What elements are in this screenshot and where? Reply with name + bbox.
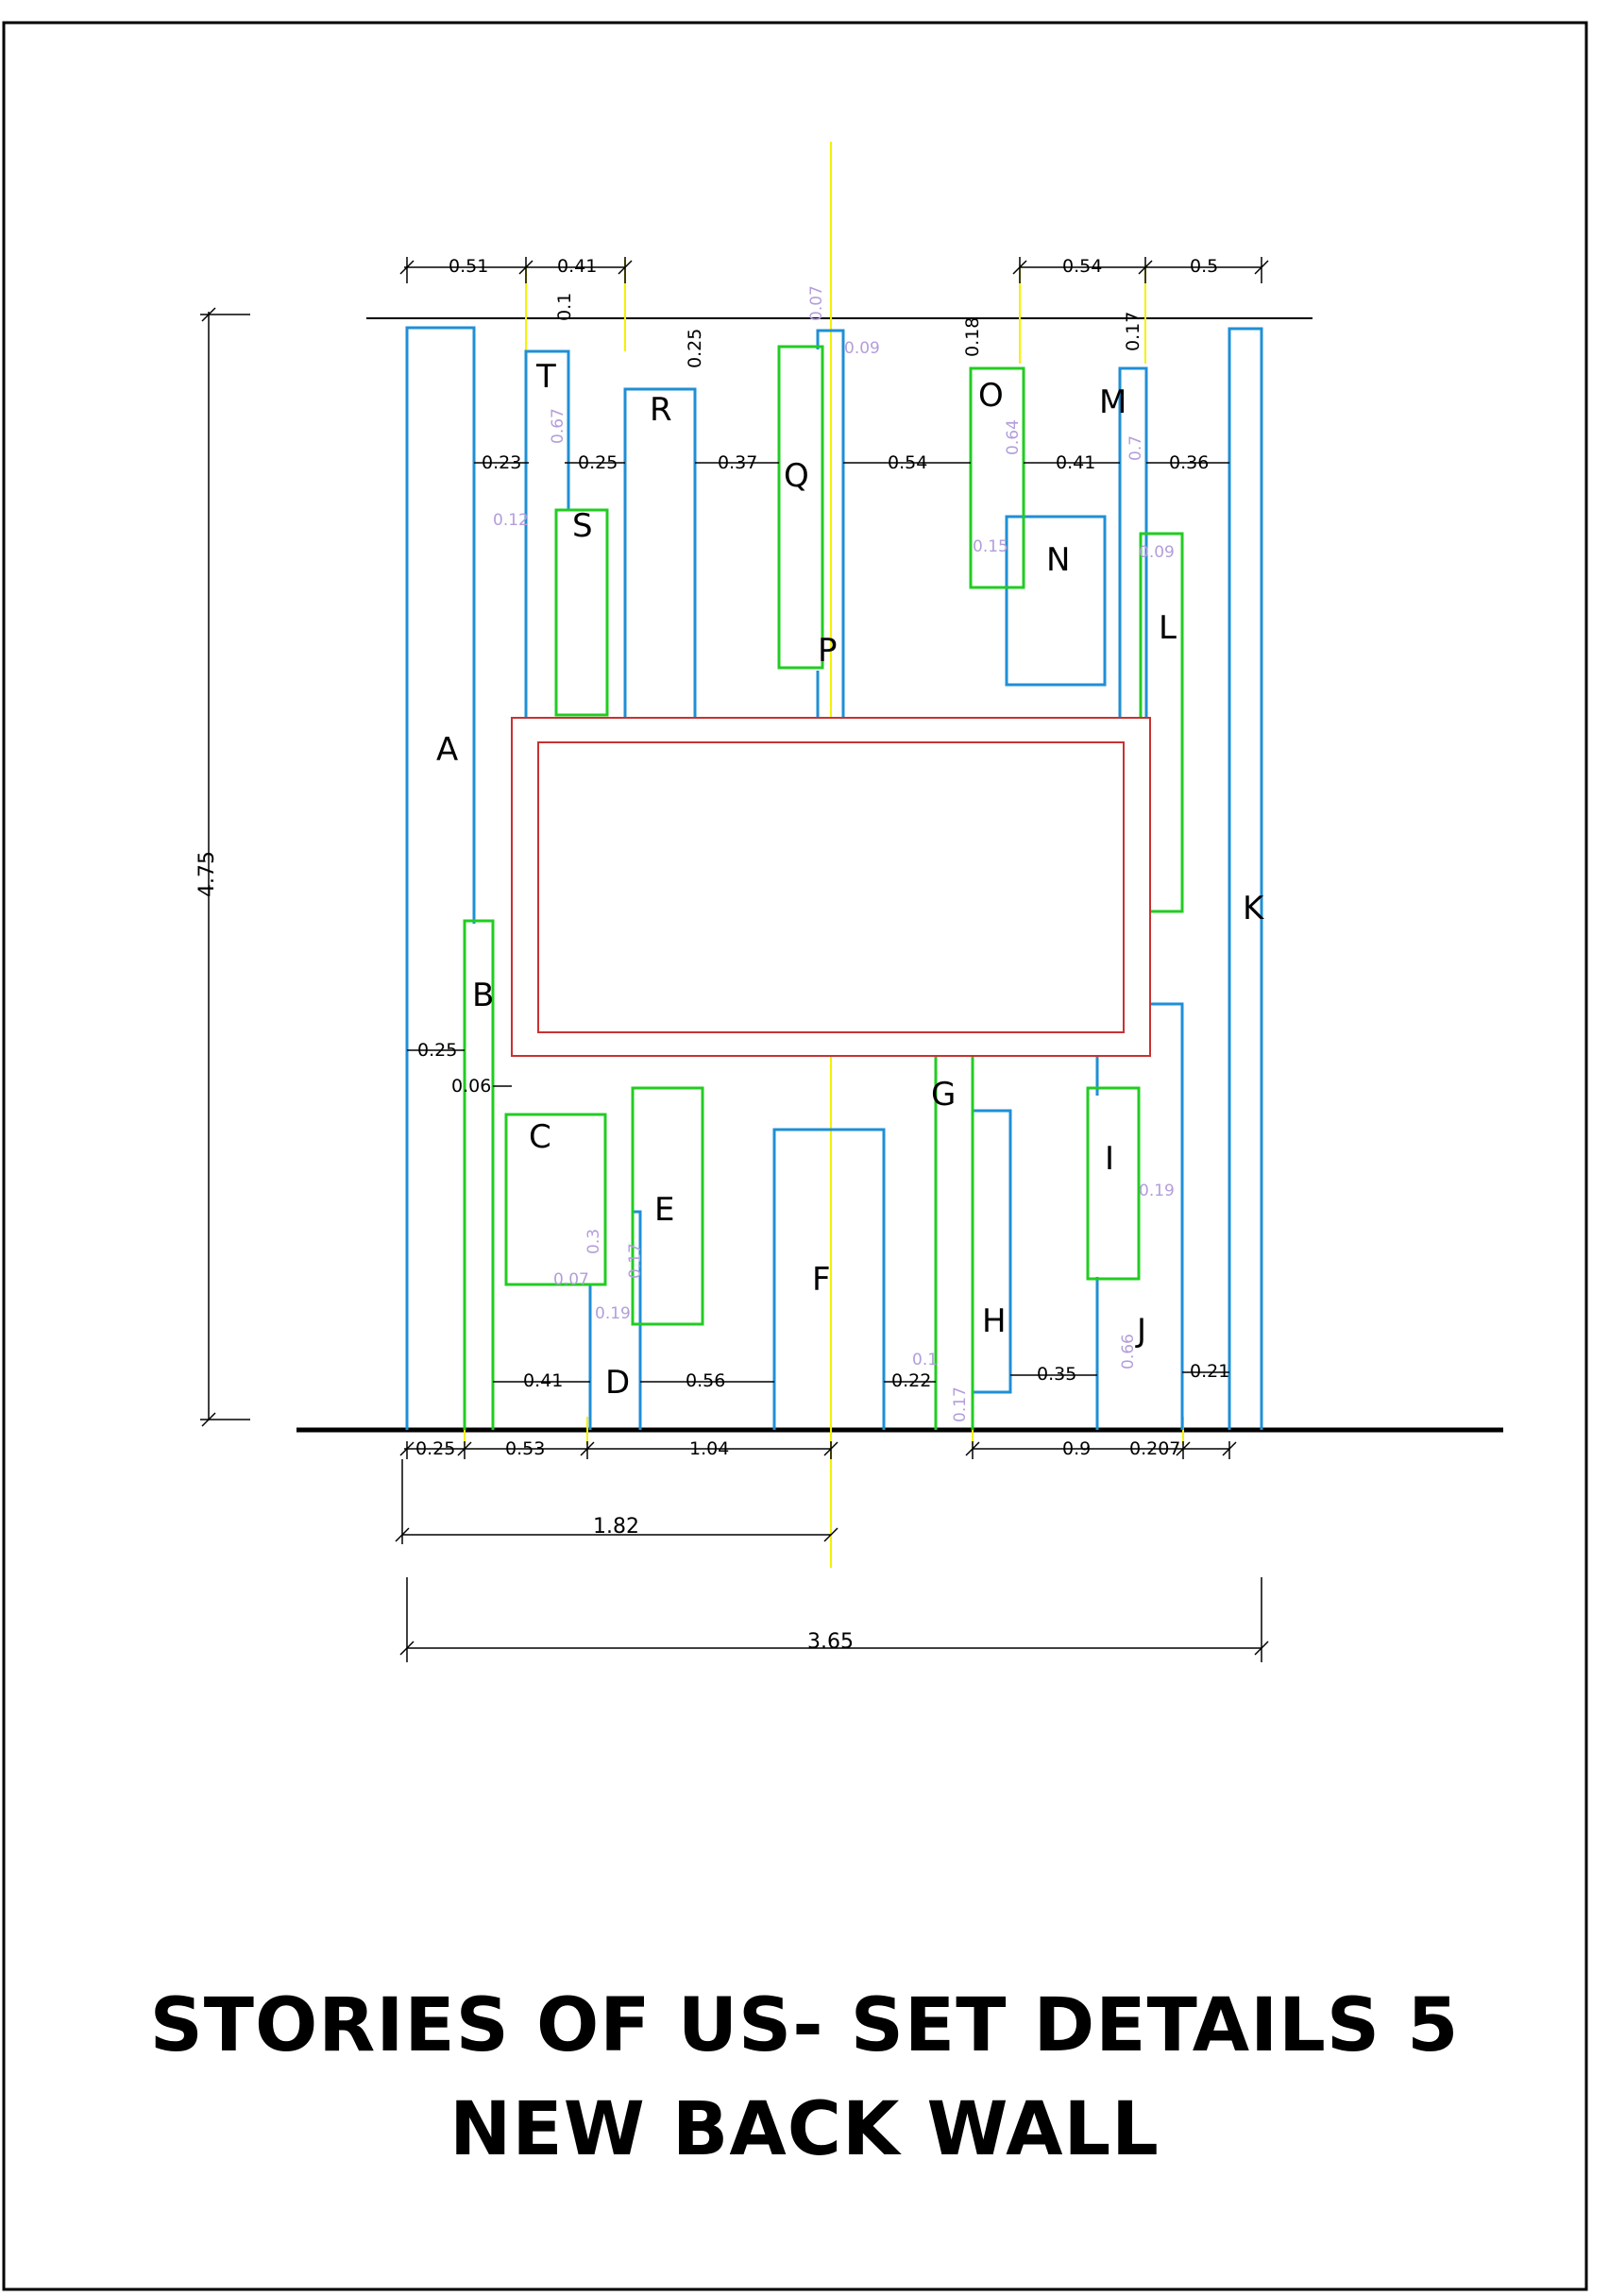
panel-label-s: S [572, 507, 593, 545]
panel-l-outline [1139, 532, 1184, 913]
panel-label-i: I [1105, 1140, 1114, 1178]
offset-j-depth: 0.66 [1119, 1334, 1138, 1369]
blue-panels [405, 326, 1263, 1430]
offset-e-depth: 0.17 [626, 1243, 645, 1279]
offset-o-depth: 0.64 [1004, 419, 1023, 455]
offset-m-depth: 0.7 [1126, 435, 1145, 461]
dim-height-r: 0.25 [685, 329, 705, 368]
dim-bot-4: 0.9 [1062, 1438, 1091, 1459]
dim-low-5: 0.22 [891, 1370, 931, 1391]
panel-label-a: A [436, 731, 458, 769]
offset-g-depth: 0.17 [951, 1386, 970, 1422]
panel-n-outline [1005, 515, 1107, 687]
panel-label-q: Q [784, 457, 809, 495]
offset-e-foot: 0.19 [595, 1304, 631, 1323]
offset-p-top: 0.09 [844, 339, 880, 358]
dim-mid-1: 0.23 [482, 452, 521, 473]
panel-p-outline [816, 329, 845, 718]
panel-label-h: H [982, 1302, 1007, 1340]
panel-label-j: J [1135, 1312, 1146, 1350]
panel-h-outline [973, 1109, 1012, 1394]
panel-label-d: D [605, 1364, 630, 1402]
panel-label-e: E [654, 1191, 674, 1229]
dim-low-3: 0.41 [523, 1370, 563, 1391]
panel-r-outline [623, 387, 697, 718]
panel-c-outline [504, 1113, 607, 1286]
dim-center-offset: 1.82 [593, 1515, 639, 1539]
panel-label-r: R [650, 391, 672, 429]
panel-label-g: G [931, 1076, 956, 1114]
dim-low-6: 0.35 [1037, 1364, 1076, 1385]
dim-overall-width: 3.65 [807, 1630, 854, 1654]
panel-label-b: B [472, 977, 494, 1014]
panel-label-t: T [535, 358, 556, 396]
offset-i-gap: 0.19 [1139, 1182, 1175, 1200]
offset-n-left: 0.15 [973, 537, 1008, 556]
offset-s-left: 0.12 [493, 511, 529, 530]
dim-mid-6: 0.36 [1169, 452, 1209, 473]
panel-label-n: N [1046, 541, 1070, 579]
dim-bot-2: 0.53 [505, 1438, 545, 1459]
panel-label-c: C [529, 1118, 551, 1156]
dim-top-3: 0.54 [1062, 256, 1102, 277]
sheet-border [2, 21, 1588, 2291]
dim-bot-5: 0.207 [1129, 1438, 1180, 1459]
dim-low-7: 0.21 [1190, 1361, 1229, 1382]
panel-m-outline [1118, 366, 1148, 718]
dim-low-1: 0.25 [417, 1040, 457, 1061]
panel-d-outline [588, 1210, 642, 1430]
panel-q-outline [777, 345, 824, 670]
panel-k-outline [1228, 327, 1263, 1430]
offset-c-depth: 0.3 [584, 1229, 603, 1254]
panel-label-f: F [812, 1261, 831, 1299]
dim-overall-height: 4.75 [195, 851, 219, 897]
title-line-1: STORIES OF US- SET DETAILS 5 [149, 1983, 1460, 2068]
dim-height-t: 0.1 [554, 293, 575, 321]
offset-q-top: 0.07 [807, 285, 826, 321]
dim-low-4: 0.56 [686, 1370, 725, 1391]
panel-b-outline [463, 919, 495, 1430]
dim-bot-3: 1.04 [689, 1438, 729, 1459]
panel-label-k: K [1243, 890, 1265, 927]
panel-g-outline [934, 1054, 974, 1430]
panel-t-outline [524, 349, 570, 718]
dim-top-1: 0.51 [449, 256, 488, 277]
dim-mid-4: 0.54 [888, 452, 927, 473]
panel-s-outline [554, 508, 609, 717]
dim-height-m: 0.17 [1123, 312, 1143, 351]
dim-mid-3: 0.37 [718, 452, 757, 473]
panel-i-outline [1086, 1086, 1141, 1281]
green-panels [463, 345, 1184, 1430]
screen-outer [511, 717, 1151, 1057]
panel-f-outline [772, 1128, 886, 1430]
panel-label-o: O [978, 377, 1004, 415]
dim-top-4: 0.5 [1190, 256, 1218, 277]
dimension-lines [200, 257, 1269, 1662]
screen-inner [537, 741, 1125, 1033]
dim-mid-2: 0.25 [578, 452, 618, 473]
title-line-2: NEW BACK WALL [449, 2087, 1160, 2172]
panel-o-outline [969, 366, 1025, 589]
panel-labels: A B C D E F G H I J K L M N O P Q R S T [436, 358, 1265, 1402]
panel-a-outline [405, 326, 476, 1430]
offset-l-gap: 0.09 [1139, 543, 1175, 562]
panel-label-m: M [1099, 383, 1126, 421]
offset-c-foot: 0.07 [553, 1270, 589, 1289]
dim-height-o: 0.18 [962, 317, 983, 357]
panel-label-p: P [818, 632, 838, 670]
dim-mid-5: 0.41 [1056, 452, 1095, 473]
dim-top-2: 0.41 [557, 256, 597, 277]
dim-bot-1: 0.25 [415, 1438, 455, 1459]
dim-low-2: 0.06 [451, 1076, 491, 1097]
dimension-labels: 0.51 0.41 0.54 0.5 0.1 0.25 0.18 0.17 0.… [195, 256, 1229, 1654]
panel-e-outline [631, 1086, 704, 1326]
offset-annotations: 0.07 0.09 0.67 0.12 0.64 0.15 0.7 0.09 0… [493, 285, 1175, 1422]
screen-frame [511, 717, 1151, 1057]
panel-label-l: L [1159, 609, 1177, 647]
offset-t-depth: 0.67 [549, 408, 567, 444]
offset-g-top: 0.1 [912, 1351, 938, 1369]
